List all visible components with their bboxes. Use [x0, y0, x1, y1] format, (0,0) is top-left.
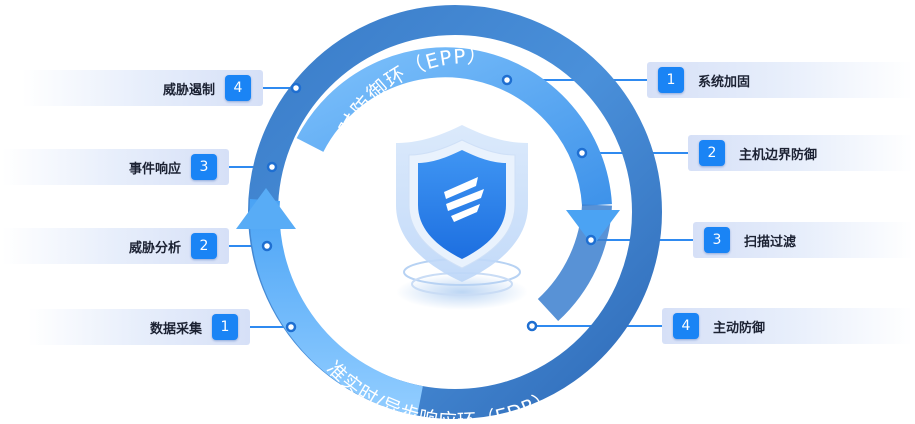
left-item-3-label: 事件响应 [128, 161, 181, 177]
left-item-3-number: 3 [191, 154, 217, 180]
epp-arrow-head [566, 210, 620, 246]
shield-logo-icon [396, 125, 528, 310]
left-item-3: 事件响应 3 [2, 149, 229, 185]
right-item-2-number: 2 [699, 140, 725, 166]
right-item-3: 3 扫描过滤 [693, 222, 913, 258]
left-item-2-number: 2 [191, 233, 217, 259]
right-item-2: 2 主机边界防御 [688, 135, 913, 171]
right-item-1: 1 系统加固 [647, 62, 913, 98]
left-item-4: 威胁遏制 4 [22, 70, 263, 106]
edr-arc [249, 199, 424, 416]
right-item-3-label: 扫描过滤 [744, 234, 797, 250]
dot-left-2 [261, 240, 273, 252]
dot-right-4 [526, 320, 538, 332]
left-item-1-number: 1 [212, 314, 238, 340]
edr-arrow-head [236, 188, 296, 229]
left-item-1-label: 数据采集 [149, 321, 202, 337]
dot-right-3 [585, 234, 597, 246]
ring-dots [261, 74, 597, 333]
dot-left-4 [290, 82, 302, 94]
right-item-1-number: 1 [658, 67, 684, 93]
right-item-2-label: 主机边界防御 [739, 147, 818, 163]
right-item-1-label: 系统加固 [698, 74, 751, 90]
left-item-2: 威胁分析 2 [2, 228, 229, 264]
right-item-3-number: 3 [704, 227, 730, 253]
left-item-1: 数据采集 1 [28, 309, 250, 345]
right-item-4-label: 主动防御 [713, 320, 766, 336]
right-item-4: 4 主动防御 [662, 308, 913, 344]
right-item-4-number: 4 [673, 313, 699, 339]
dot-right-1 [501, 74, 513, 86]
dot-left-1 [285, 321, 297, 333]
left-item-4-number: 4 [225, 75, 251, 101]
dot-left-3 [266, 161, 278, 173]
left-item-4-label: 威胁遏制 [162, 82, 215, 98]
dot-right-2 [576, 147, 588, 159]
left-item-2-label: 威胁分析 [128, 240, 181, 256]
